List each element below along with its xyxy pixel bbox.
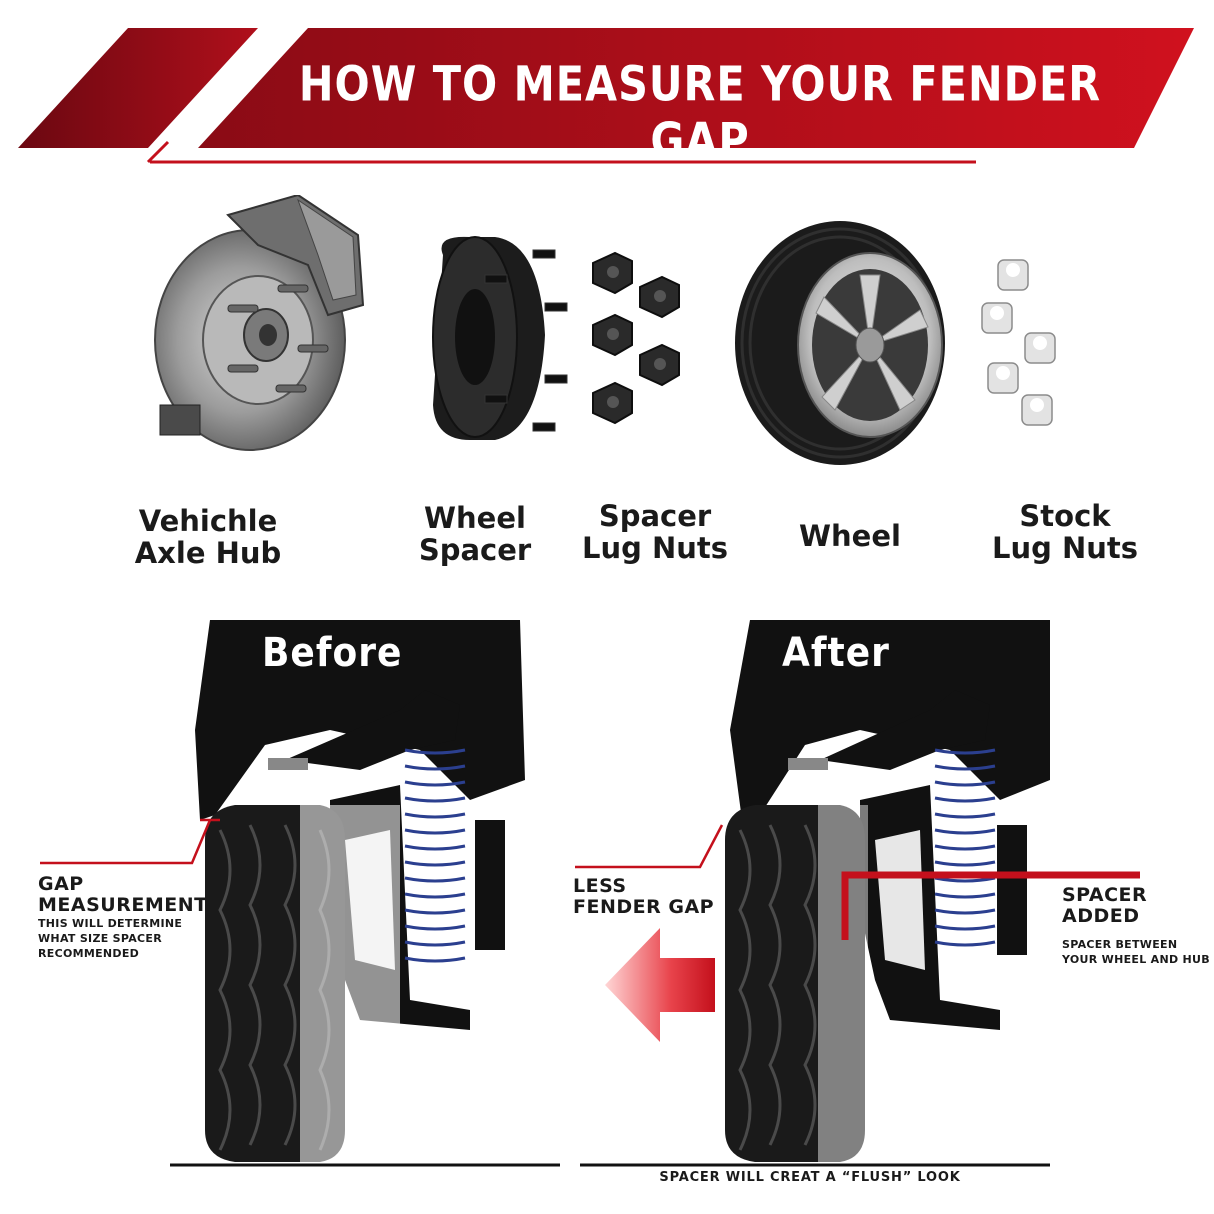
page-title: HOW TO MEASURE YOUR FENDER GAP [298,55,1102,169]
gap-measurement-annotation: GAP MEASUREMENT THIS WILL DETERMINE WHAT… [38,873,208,961]
before-label: Before [262,630,403,676]
banner-underline [146,140,170,164]
banner-stripe-main [198,28,1194,148]
less-fender-gap-annotation: LESS FENDER GAP [573,875,715,918]
spacer-lug-nuts-image [592,251,680,425]
tire-before [205,805,400,1165]
flush-look-caption: SPACER WILL CREAT A “FLUSH” LOOK [659,1170,961,1185]
tire-after [725,805,868,1165]
before-diagram [40,620,560,1167]
coil-spring-before [404,748,466,963]
coil-spring-after [934,748,996,947]
stock-lug-nuts-image [981,259,1056,426]
gap-measurement-line [40,819,212,865]
label-wheel: Wheel [799,519,901,553]
wheel-spacer-image [432,236,568,440]
title-banner [18,28,1194,164]
banner-stripe-left [18,28,258,148]
fender-after [730,620,1050,820]
wheel-image [735,221,945,465]
spacer-pointer-line [841,871,1140,940]
axle-hub-image [154,195,365,451]
shift-arrow [605,928,715,1042]
less-gap-line [575,824,724,869]
after-label: After [782,630,890,676]
spacer-added-annotation: SPACER ADDED SPACER BETWEEN YOUR WHEEL A… [1062,884,1210,967]
after-diagram [575,620,1140,1167]
